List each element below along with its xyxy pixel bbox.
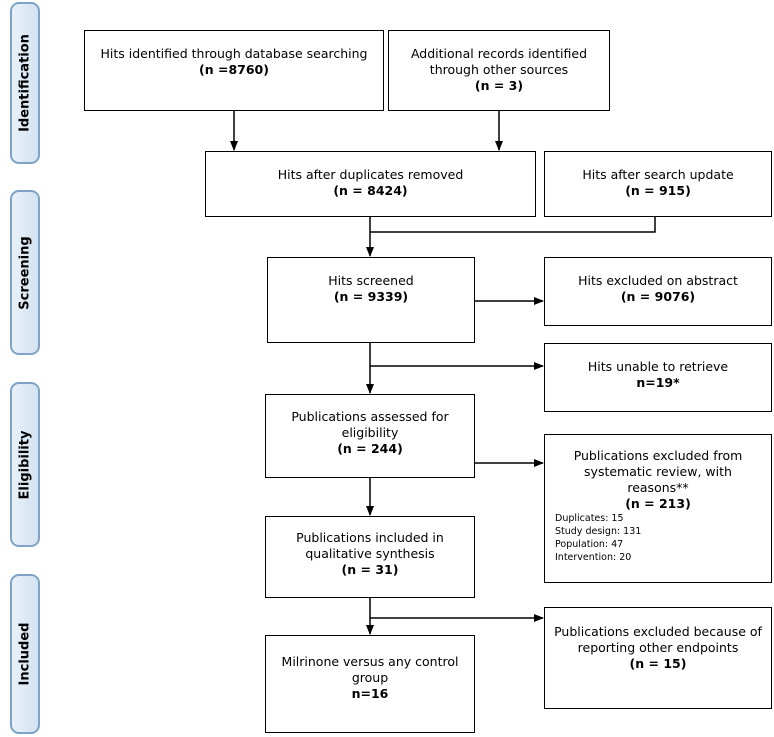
included-qualitative-text: Publications included in qualitative syn… [296,530,444,561]
excluded-endpoints-count: (n = 15) [629,656,687,671]
excluded-abstract-text: Hits excluded on abstract [578,273,738,288]
database-hits-count: (n =8760) [199,62,269,77]
milrinone-count: n=16 [351,686,389,701]
database-hits-text: Hits identified through database searchi… [100,46,368,61]
line-update-join [370,217,656,233]
screened-text: Hits screened [328,273,414,288]
excluded-review-count: (n = 213) [625,496,691,511]
search-update-box: Hits after search update (n = 915) [544,151,772,217]
screened-count: (n = 9339) [333,289,409,304]
assessed-box: Publications assessed for eligibility (n… [265,394,475,478]
excluded-endpoints-text: Publications excluded because of reporti… [554,624,762,655]
stage-screening: Screening [10,190,40,355]
assessed-text: Publications assessed for eligibility [291,409,449,440]
screened-box: Hits screened (n = 9339) [267,257,475,343]
unable-retrieve-box: Hits unable to retrieve n=19* [544,343,772,412]
reason-population: Population: 47 [555,539,624,550]
additional-records-text: Additional records identified through ot… [410,46,588,77]
included-qualitative-box: Publications included in qualitative syn… [265,516,475,598]
included-qualitative-count: (n = 31) [341,562,399,577]
additional-records-box: Additional records identified through ot… [388,30,610,111]
search-update-count: (n = 915) [625,183,691,198]
reason-duplicates: Duplicates: 15 [555,513,624,524]
excluded-endpoints-box: Publications excluded because of reporti… [544,607,772,709]
unable-retrieve-text: Hits unable to retrieve [587,359,729,374]
stage-eligibility: Eligibility [10,382,40,547]
after-duplicates-count: (n = 8424) [333,183,408,198]
reason-intervention: Intervention: 20 [555,552,632,563]
stage-identification: Identification [10,2,40,164]
additional-records-count: (n = 3) [474,78,524,93]
database-hits-box: Hits identified through database searchi… [84,30,384,111]
assessed-count: (n = 244) [337,441,403,456]
milrinone-box: Milrinone versus any control group n=16 [265,635,475,733]
milrinone-text: Milrinone versus any control group [281,654,459,685]
unable-retrieve-count: n=19* [636,375,680,390]
after-duplicates-box: Hits after duplicates removed (n = 8424) [205,151,536,217]
excluded-abstract-count: (n = 9076) [620,289,696,304]
reason-study-design: Study design: 131 [555,526,642,537]
stage-included: Included [10,574,40,734]
excluded-abstract-box: Hits excluded on abstract (n = 9076) [544,257,772,326]
excluded-review-text: Publications excluded from systematic re… [573,448,743,495]
excluded-review-box: Publications excluded from systematic re… [544,434,772,583]
search-update-text: Hits after search update [582,167,734,182]
after-duplicates-text: Hits after duplicates removed [277,167,464,182]
